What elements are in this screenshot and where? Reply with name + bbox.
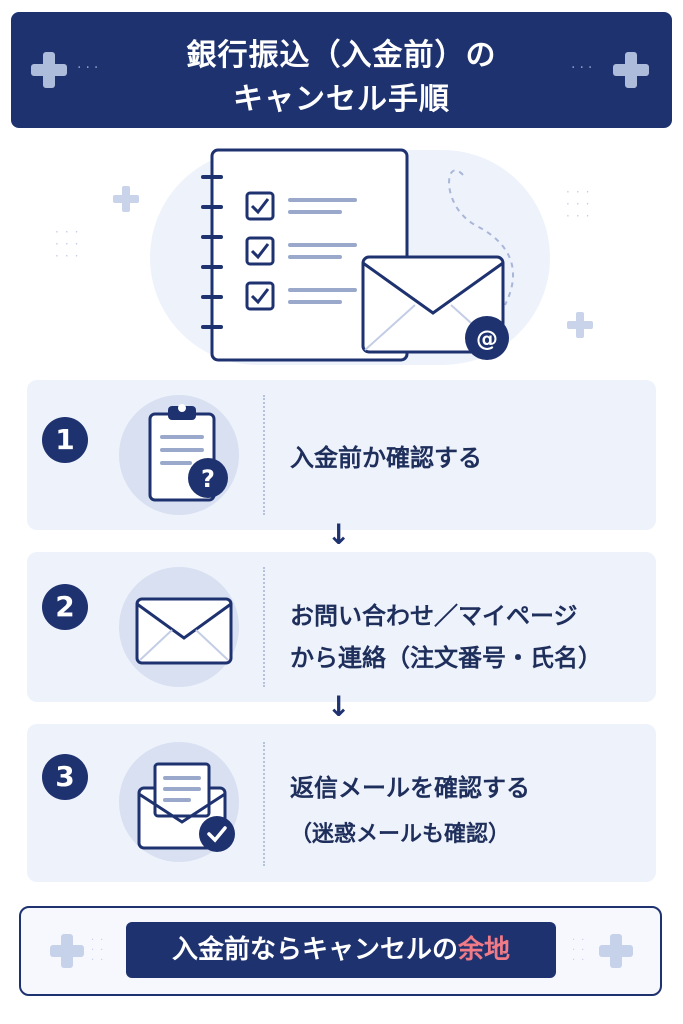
plus-icon bbox=[49, 933, 85, 969]
dots-decoration: ··· bbox=[77, 60, 103, 76]
step-3-text-line1: 返信メールを確認する bbox=[290, 774, 530, 802]
divider bbox=[263, 395, 265, 515]
divider bbox=[263, 742, 265, 866]
dots-decoration: ··· bbox=[571, 60, 597, 76]
step-2-text-line1: お問い合わせ／マイページ bbox=[290, 602, 578, 630]
plus-icon bbox=[113, 186, 139, 212]
plus-icon bbox=[611, 50, 651, 90]
dots-decoration: ········· bbox=[566, 185, 596, 223]
arrow-down-icon: ↓ bbox=[327, 690, 351, 723]
svg-text:@: @ bbox=[476, 327, 498, 352]
footer-highlight: 余地 bbox=[458, 935, 511, 965]
plus-icon bbox=[598, 933, 634, 969]
step-card-1: 1 ? 入金前か確認する bbox=[27, 380, 656, 530]
plus-icon bbox=[567, 312, 593, 338]
footer-text: 入金前ならキャンセルの bbox=[171, 935, 458, 965]
divider bbox=[263, 567, 265, 687]
step-number-badge: 1 bbox=[42, 417, 88, 463]
step-3-text-line2: （迷惑メールも確認） bbox=[290, 822, 511, 847]
dots-decoration: ······ bbox=[572, 935, 591, 966]
step-card-3: 3 返信メールを確認する （迷惑メールも確認） bbox=[27, 724, 656, 882]
step-number-badge: 3 bbox=[42, 754, 88, 800]
envelope-icon bbox=[135, 597, 233, 665]
plus-icon bbox=[29, 50, 69, 90]
page-title-line1: 銀行振込（入金前）の bbox=[186, 38, 497, 73]
step-number-badge: 2 bbox=[42, 584, 88, 630]
svg-text:?: ? bbox=[201, 465, 215, 493]
envelope-check-icon bbox=[137, 762, 235, 852]
footer-banner: ······ ······ 入金前ならキャンセルの余地 bbox=[19, 906, 662, 996]
header-banner: ··· ··· 銀行振込（入金前）の キャンセル手順 bbox=[11, 12, 672, 128]
checklist-notebook-icon: @ bbox=[201, 148, 515, 362]
page-title-line2: キャンセル手順 bbox=[233, 82, 450, 117]
dots-decoration: ······ bbox=[91, 935, 110, 966]
footer-message: 入金前ならキャンセルの余地 bbox=[126, 922, 556, 978]
clipboard-question-icon: ? bbox=[148, 404, 228, 502]
arrow-down-icon: ↓ bbox=[327, 518, 351, 551]
step-2-text-line2: から連絡（注文番号・氏名） bbox=[290, 644, 602, 672]
step-card-2: 2 お問い合わせ／マイページ から連絡（注文番号・氏名） bbox=[27, 552, 656, 702]
step-1-text: 入金前か確認する bbox=[290, 444, 482, 472]
dots-decoration: ········· bbox=[55, 225, 85, 263]
